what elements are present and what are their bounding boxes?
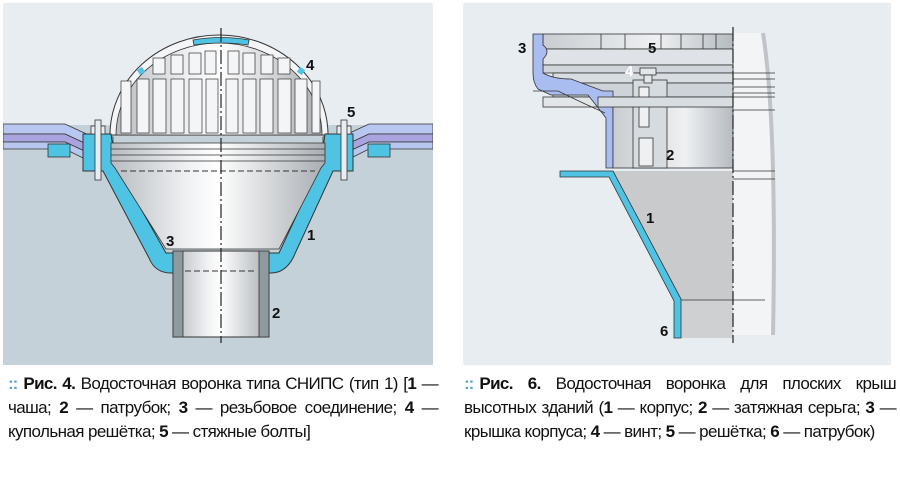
legend-num: 5 xyxy=(665,422,675,441)
legend-num: 2 xyxy=(698,398,707,417)
label-4: 4 xyxy=(625,63,634,80)
figure-6-caption: ::Рис. 6. Водосточная воронка для плоски… xyxy=(464,372,897,444)
dome-grating xyxy=(109,34,329,136)
label-2: 2 xyxy=(666,147,674,164)
figure-4-caption: ::Рис. 4. Водосточная воронка типа СНИПС… xyxy=(8,372,439,444)
housing-cover xyxy=(532,33,614,169)
label-4: 4 xyxy=(306,57,315,74)
figure-number: Рис. 6. xyxy=(479,374,541,393)
housing-body xyxy=(613,171,733,300)
legend-num: 2 xyxy=(59,398,69,417)
screw xyxy=(639,67,657,84)
legend-num: 6 xyxy=(770,422,780,441)
legend-num: 3 xyxy=(865,398,875,417)
legend-num: 4 xyxy=(590,422,600,441)
caption-title: Водосточная воронка типа СНИПС (тип 1) xyxy=(80,374,399,393)
legend-num: 1 xyxy=(407,374,417,393)
legend-text: — решётка; xyxy=(674,422,771,441)
legend-text: — купольная решётка; xyxy=(8,398,439,441)
caption-bracket: [ xyxy=(397,374,408,393)
legend-num: 1 xyxy=(603,398,613,417)
label-5: 5 xyxy=(347,104,355,121)
legend-text: — крышка корпуса; xyxy=(464,398,897,441)
tension-lug xyxy=(597,79,734,169)
figure-number: Рис. 4. xyxy=(23,374,76,393)
label-6: 6 xyxy=(660,323,668,340)
caption-title: Водосточная воронка для плоских крыш выс… xyxy=(464,374,897,417)
label-1: 1 xyxy=(646,210,654,227)
caption-marker: :: xyxy=(8,374,18,393)
legend-text: — винт; xyxy=(599,422,666,441)
label-3: 3 xyxy=(518,40,526,57)
label-1: 1 xyxy=(307,227,315,244)
legend-text: — чаша; xyxy=(8,374,439,417)
figure-6-funnel-diagram: 3 5 4 2 1 6 xyxy=(463,3,891,365)
legend-text: — корпус; xyxy=(612,398,699,417)
legend-num: 4 xyxy=(404,398,414,417)
label-5: 5 xyxy=(648,40,656,57)
label-2: 2 xyxy=(272,305,280,322)
legend-text: — затяжная серьга; xyxy=(706,398,866,417)
legend-text: — стяжные болты] xyxy=(167,422,311,441)
caption-bracket: ( xyxy=(593,398,604,417)
legend-num: 5 xyxy=(159,422,168,441)
caption-marker: :: xyxy=(464,374,474,393)
legend-num: 3 xyxy=(178,398,188,417)
legend-text: — патрубок; xyxy=(68,398,179,417)
legend-text: — резьбовое соединение; xyxy=(187,398,405,417)
figure-4-funnel-diagram: 4 5 1 3 2 xyxy=(3,3,433,365)
legend-text: — патрубок) xyxy=(779,422,875,441)
label-3: 3 xyxy=(166,233,174,250)
clamping-bolts xyxy=(90,119,352,181)
